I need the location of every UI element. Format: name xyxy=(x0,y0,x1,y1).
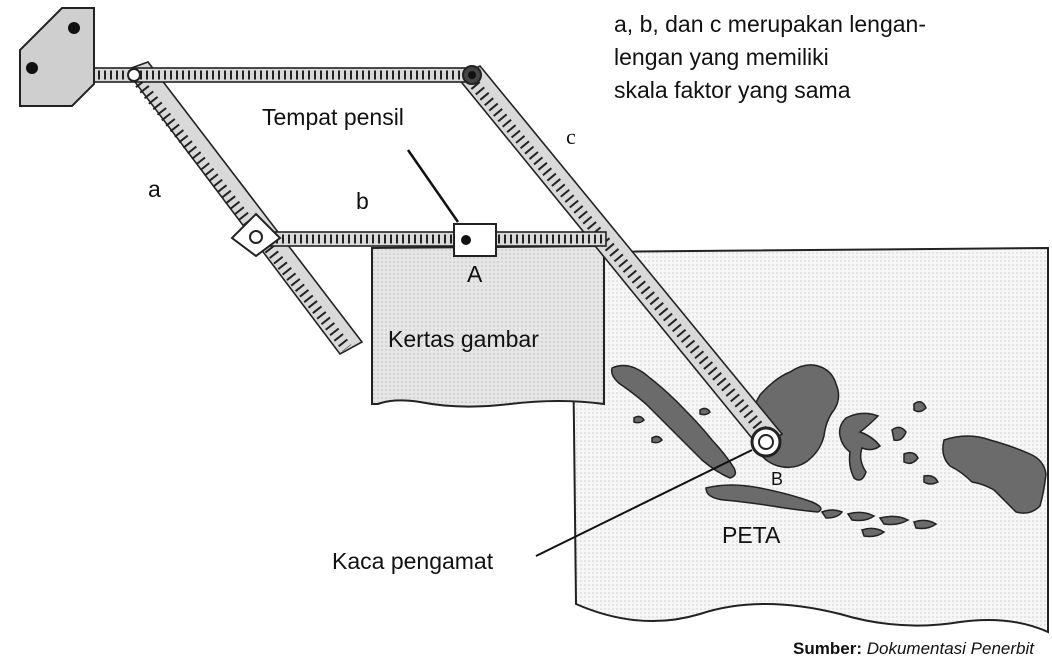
pivot-top-right xyxy=(462,65,482,85)
pivot-b-left xyxy=(230,212,282,258)
source-credit: Sumber: Dokumentasi Penerbit xyxy=(793,639,1034,659)
viewing-glass xyxy=(750,426,782,458)
drawing-paper-label: Kertas gambar xyxy=(388,326,539,352)
source-value: Dokumentasi Penerbit xyxy=(866,639,1034,658)
point-b-label: B xyxy=(771,469,784,489)
description-line-1: a, b, dan c merupakan lengan- xyxy=(614,11,926,37)
pencil-holder-pointer xyxy=(406,149,460,223)
pencil-holder xyxy=(453,223,497,257)
drawing-paper xyxy=(371,244,605,408)
viewing-glass-pointer xyxy=(535,449,753,557)
arm-a-label: a xyxy=(148,176,161,202)
arm-c-label: c xyxy=(566,124,576,149)
arm-top xyxy=(89,67,475,83)
source-label: Sumber: xyxy=(793,639,862,658)
arm-b xyxy=(261,231,607,247)
description-text: a, b, dan c merupakan lengan- lengan yan… xyxy=(614,8,926,107)
map-label: PETA xyxy=(722,522,781,548)
viewing-glass-label: Kaca pengamat xyxy=(332,548,494,574)
arm-a xyxy=(124,61,364,356)
pivot-top-left xyxy=(127,68,141,82)
arm-b-label: b xyxy=(356,188,369,214)
description-line-3: skala faktor yang sama xyxy=(614,77,851,103)
fixed-anchor-block xyxy=(19,7,95,107)
point-a-label: A xyxy=(467,261,483,287)
pencil-holder-label: Tempat pensil xyxy=(262,104,404,130)
description-line-2: lengan yang memiliki xyxy=(614,44,829,70)
